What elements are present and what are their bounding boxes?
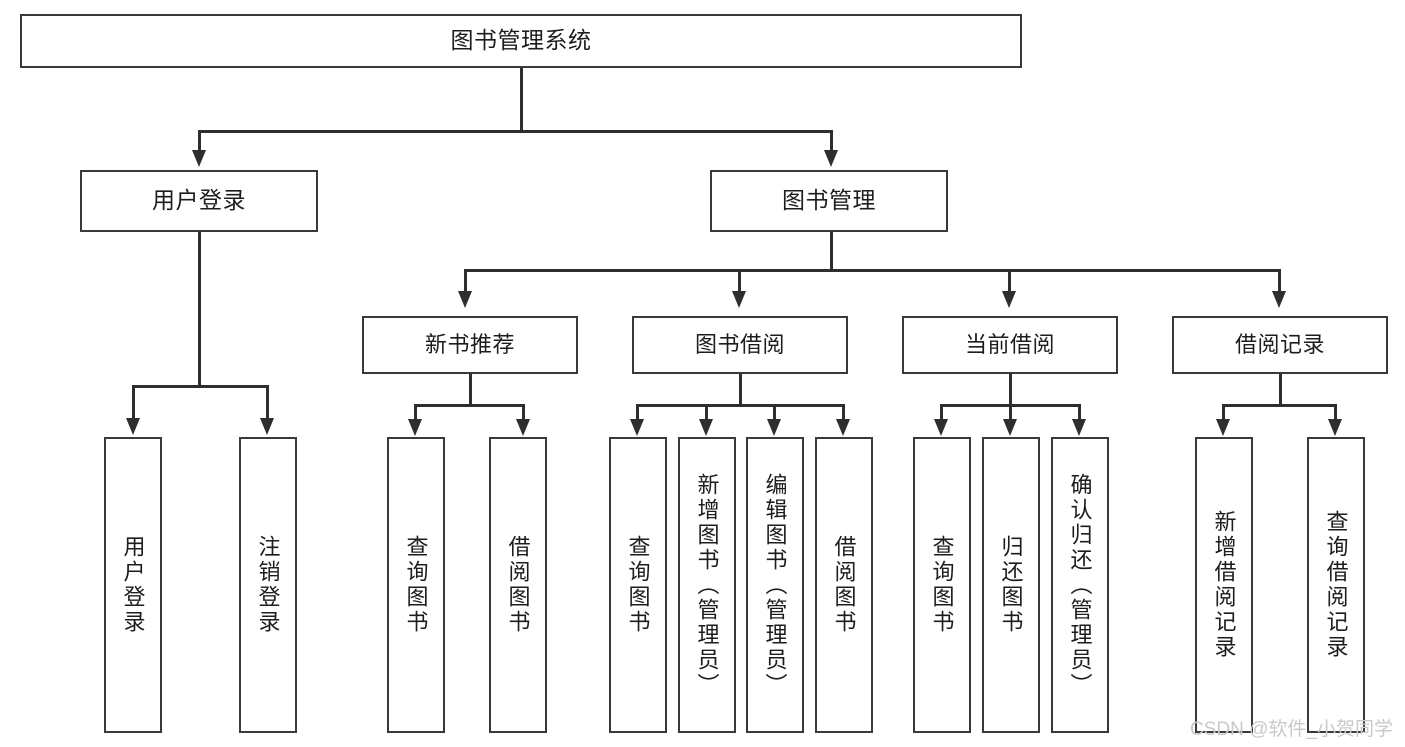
arrowhead-nb-leaf-2	[516, 419, 530, 436]
connector-book-borrow-stem	[739, 374, 742, 406]
connector-book-borrow-bus	[636, 404, 844, 407]
connector-user-login-leaf-1	[132, 385, 135, 420]
node-label: 借阅图书	[831, 535, 857, 635]
connector-bb-leaf-4	[842, 404, 845, 422]
leaf-bb-borrow-book[interactable]: 借阅图书	[815, 437, 873, 733]
node-label: 新书推荐	[424, 332, 515, 358]
node-label: 查询图书	[403, 535, 429, 635]
node-borrow-record[interactable]: 借阅记录	[1172, 316, 1388, 374]
connector-new-book-bus	[414, 404, 524, 407]
connector-br-leaf-1	[1222, 404, 1225, 422]
node-user-login[interactable]: 用户登录	[80, 170, 318, 232]
leaf-nb-borrow-book[interactable]: 借阅图书	[489, 437, 547, 733]
node-label: 用户登录	[152, 187, 246, 214]
arrowhead-bb-leaf-4	[836, 419, 850, 436]
arrowhead-book-borrow	[732, 291, 746, 308]
node-book-management[interactable]: 图书管理	[710, 170, 948, 232]
connector-bm-to-borrow-record	[1278, 269, 1281, 293]
node-book-borrow[interactable]: 图书借阅	[632, 316, 848, 374]
node-label: 借阅图书	[505, 535, 531, 635]
node-label: 新增借阅记录	[1211, 510, 1237, 660]
arrowhead-br-leaf-1	[1216, 419, 1230, 436]
node-current-borrow[interactable]: 当前借阅	[902, 316, 1118, 374]
connector-root-to-user-login	[198, 130, 201, 152]
connector-user-login-stem	[198, 232, 201, 387]
node-label: 借阅记录	[1234, 332, 1325, 358]
leaf-br-add-record[interactable]: 新增借阅记录	[1195, 437, 1253, 733]
connector-bm-to-new-book	[464, 269, 467, 293]
connector-book-management-stem	[830, 232, 833, 271]
connector-user-login-leaf-2	[266, 385, 269, 420]
arrowhead-cb-leaf-1	[934, 419, 948, 436]
arrowhead-leaf-user-login	[126, 418, 140, 435]
arrowhead-borrow-record	[1272, 291, 1286, 308]
node-new-book-recommend[interactable]: 新书推荐	[362, 316, 578, 374]
connector-bb-leaf-2	[705, 404, 708, 422]
leaf-bb-query-book[interactable]: 查询图书	[609, 437, 667, 733]
arrowhead-br-leaf-2	[1328, 419, 1342, 436]
connector-current-borrow-stem	[1009, 374, 1012, 406]
node-label: 新增图书（管理员）	[694, 472, 720, 698]
arrowhead-cb-leaf-3	[1072, 419, 1086, 436]
connector-new-book-leaf-1	[414, 404, 417, 422]
connector-book-management-bus	[464, 269, 1280, 272]
connector-br-leaf-2	[1334, 404, 1337, 422]
leaf-cb-confirm-return-admin[interactable]: 确认归还（管理员）	[1051, 437, 1109, 733]
arrowhead-leaf-logout	[260, 418, 274, 435]
arrowhead-user-login	[192, 150, 206, 167]
leaf-br-query-record[interactable]: 查询借阅记录	[1307, 437, 1365, 733]
node-label: 图书借阅	[694, 332, 785, 358]
connector-borrow-record-stem	[1279, 374, 1282, 406]
leaf-cb-query-book[interactable]: 查询图书	[913, 437, 971, 733]
arrowhead-bb-leaf-2	[699, 419, 713, 436]
node-label: 编辑图书（管理员）	[762, 472, 788, 698]
leaf-nb-query-book[interactable]: 查询图书	[387, 437, 445, 733]
leaf-user-login[interactable]: 用户登录	[104, 437, 162, 733]
node-label: 图书管理系统	[450, 27, 592, 54]
arrowhead-cb-leaf-2	[1003, 419, 1017, 436]
arrowhead-bb-leaf-1	[630, 419, 644, 436]
connector-cb-leaf-3	[1078, 404, 1081, 422]
node-label: 用户登录	[120, 535, 146, 635]
node-label: 查询图书	[929, 535, 955, 635]
connector-user-login-bus	[132, 385, 268, 388]
node-label: 确认归还（管理员）	[1067, 472, 1093, 698]
node-root-book-management-system[interactable]: 图书管理系统	[20, 14, 1022, 68]
arrowhead-current-borrow	[1002, 291, 1016, 308]
node-label: 图书管理	[782, 187, 876, 214]
connector-new-book-leaf-2	[522, 404, 525, 422]
connector-cb-leaf-2	[1009, 404, 1012, 422]
connector-root-stem	[520, 68, 523, 131]
arrowhead-nb-leaf-1	[408, 419, 422, 436]
connector-bm-to-book-borrow	[738, 269, 741, 293]
arrowhead-new-book-recommend	[458, 291, 472, 308]
node-label: 注销登录	[255, 535, 281, 635]
connector-root-bus	[198, 130, 832, 133]
node-label: 归还图书	[998, 535, 1024, 635]
connector-borrow-record-bus	[1222, 404, 1336, 407]
connector-cb-leaf-1	[940, 404, 943, 422]
connector-bb-leaf-1	[636, 404, 639, 422]
connector-bm-to-current-borrow	[1008, 269, 1011, 293]
leaf-bb-edit-book-admin[interactable]: 编辑图书（管理员）	[746, 437, 804, 733]
leaf-cb-return-book[interactable]: 归还图书	[982, 437, 1040, 733]
connector-new-book-stem	[469, 374, 472, 406]
node-label: 查询借阅记录	[1323, 510, 1349, 660]
node-label: 查询图书	[625, 535, 651, 635]
connector-root-to-book-management	[830, 130, 833, 152]
arrowhead-book-management	[824, 150, 838, 167]
leaf-logout[interactable]: 注销登录	[239, 437, 297, 733]
node-label: 当前借阅	[964, 332, 1055, 358]
connector-bb-leaf-3	[773, 404, 776, 422]
leaf-bb-add-book-admin[interactable]: 新增图书（管理员）	[678, 437, 736, 733]
arrowhead-bb-leaf-3	[767, 419, 781, 436]
